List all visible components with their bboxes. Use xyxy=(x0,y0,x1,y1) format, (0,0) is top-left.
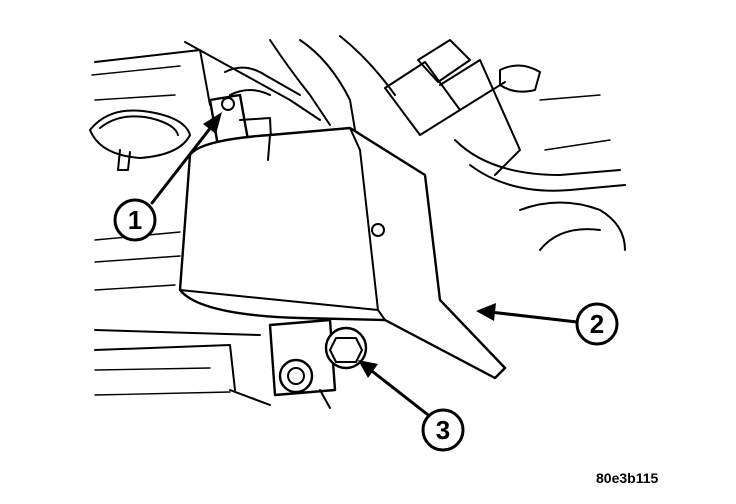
arrowhead-3 xyxy=(358,360,378,378)
engine-background-detail xyxy=(89,49,271,406)
lower-bolts xyxy=(268,318,368,409)
callout-number-3: 3 xyxy=(436,415,450,445)
leader-arrow-3 xyxy=(366,366,434,420)
callout-circle-2 xyxy=(575,302,619,346)
callout-number-1: 1 xyxy=(128,205,142,235)
callout-circle-3 xyxy=(421,408,465,452)
leader-arrow-1 xyxy=(150,120,217,205)
arrowhead-2 xyxy=(476,303,496,321)
leader-arrows xyxy=(150,112,579,420)
heat-shield-bracket xyxy=(178,126,507,380)
figure-code: 80e3b115 xyxy=(596,470,659,486)
arrowhead-1 xyxy=(203,112,222,134)
leader-arrow-2 xyxy=(488,310,579,324)
callout-circle-1 xyxy=(113,198,157,242)
callout-1: 1 xyxy=(113,198,157,242)
callout-2: 2 xyxy=(575,302,619,346)
callout-number-2: 2 xyxy=(590,309,604,339)
callout-3: 3 xyxy=(421,408,465,452)
hoses xyxy=(184,35,626,251)
